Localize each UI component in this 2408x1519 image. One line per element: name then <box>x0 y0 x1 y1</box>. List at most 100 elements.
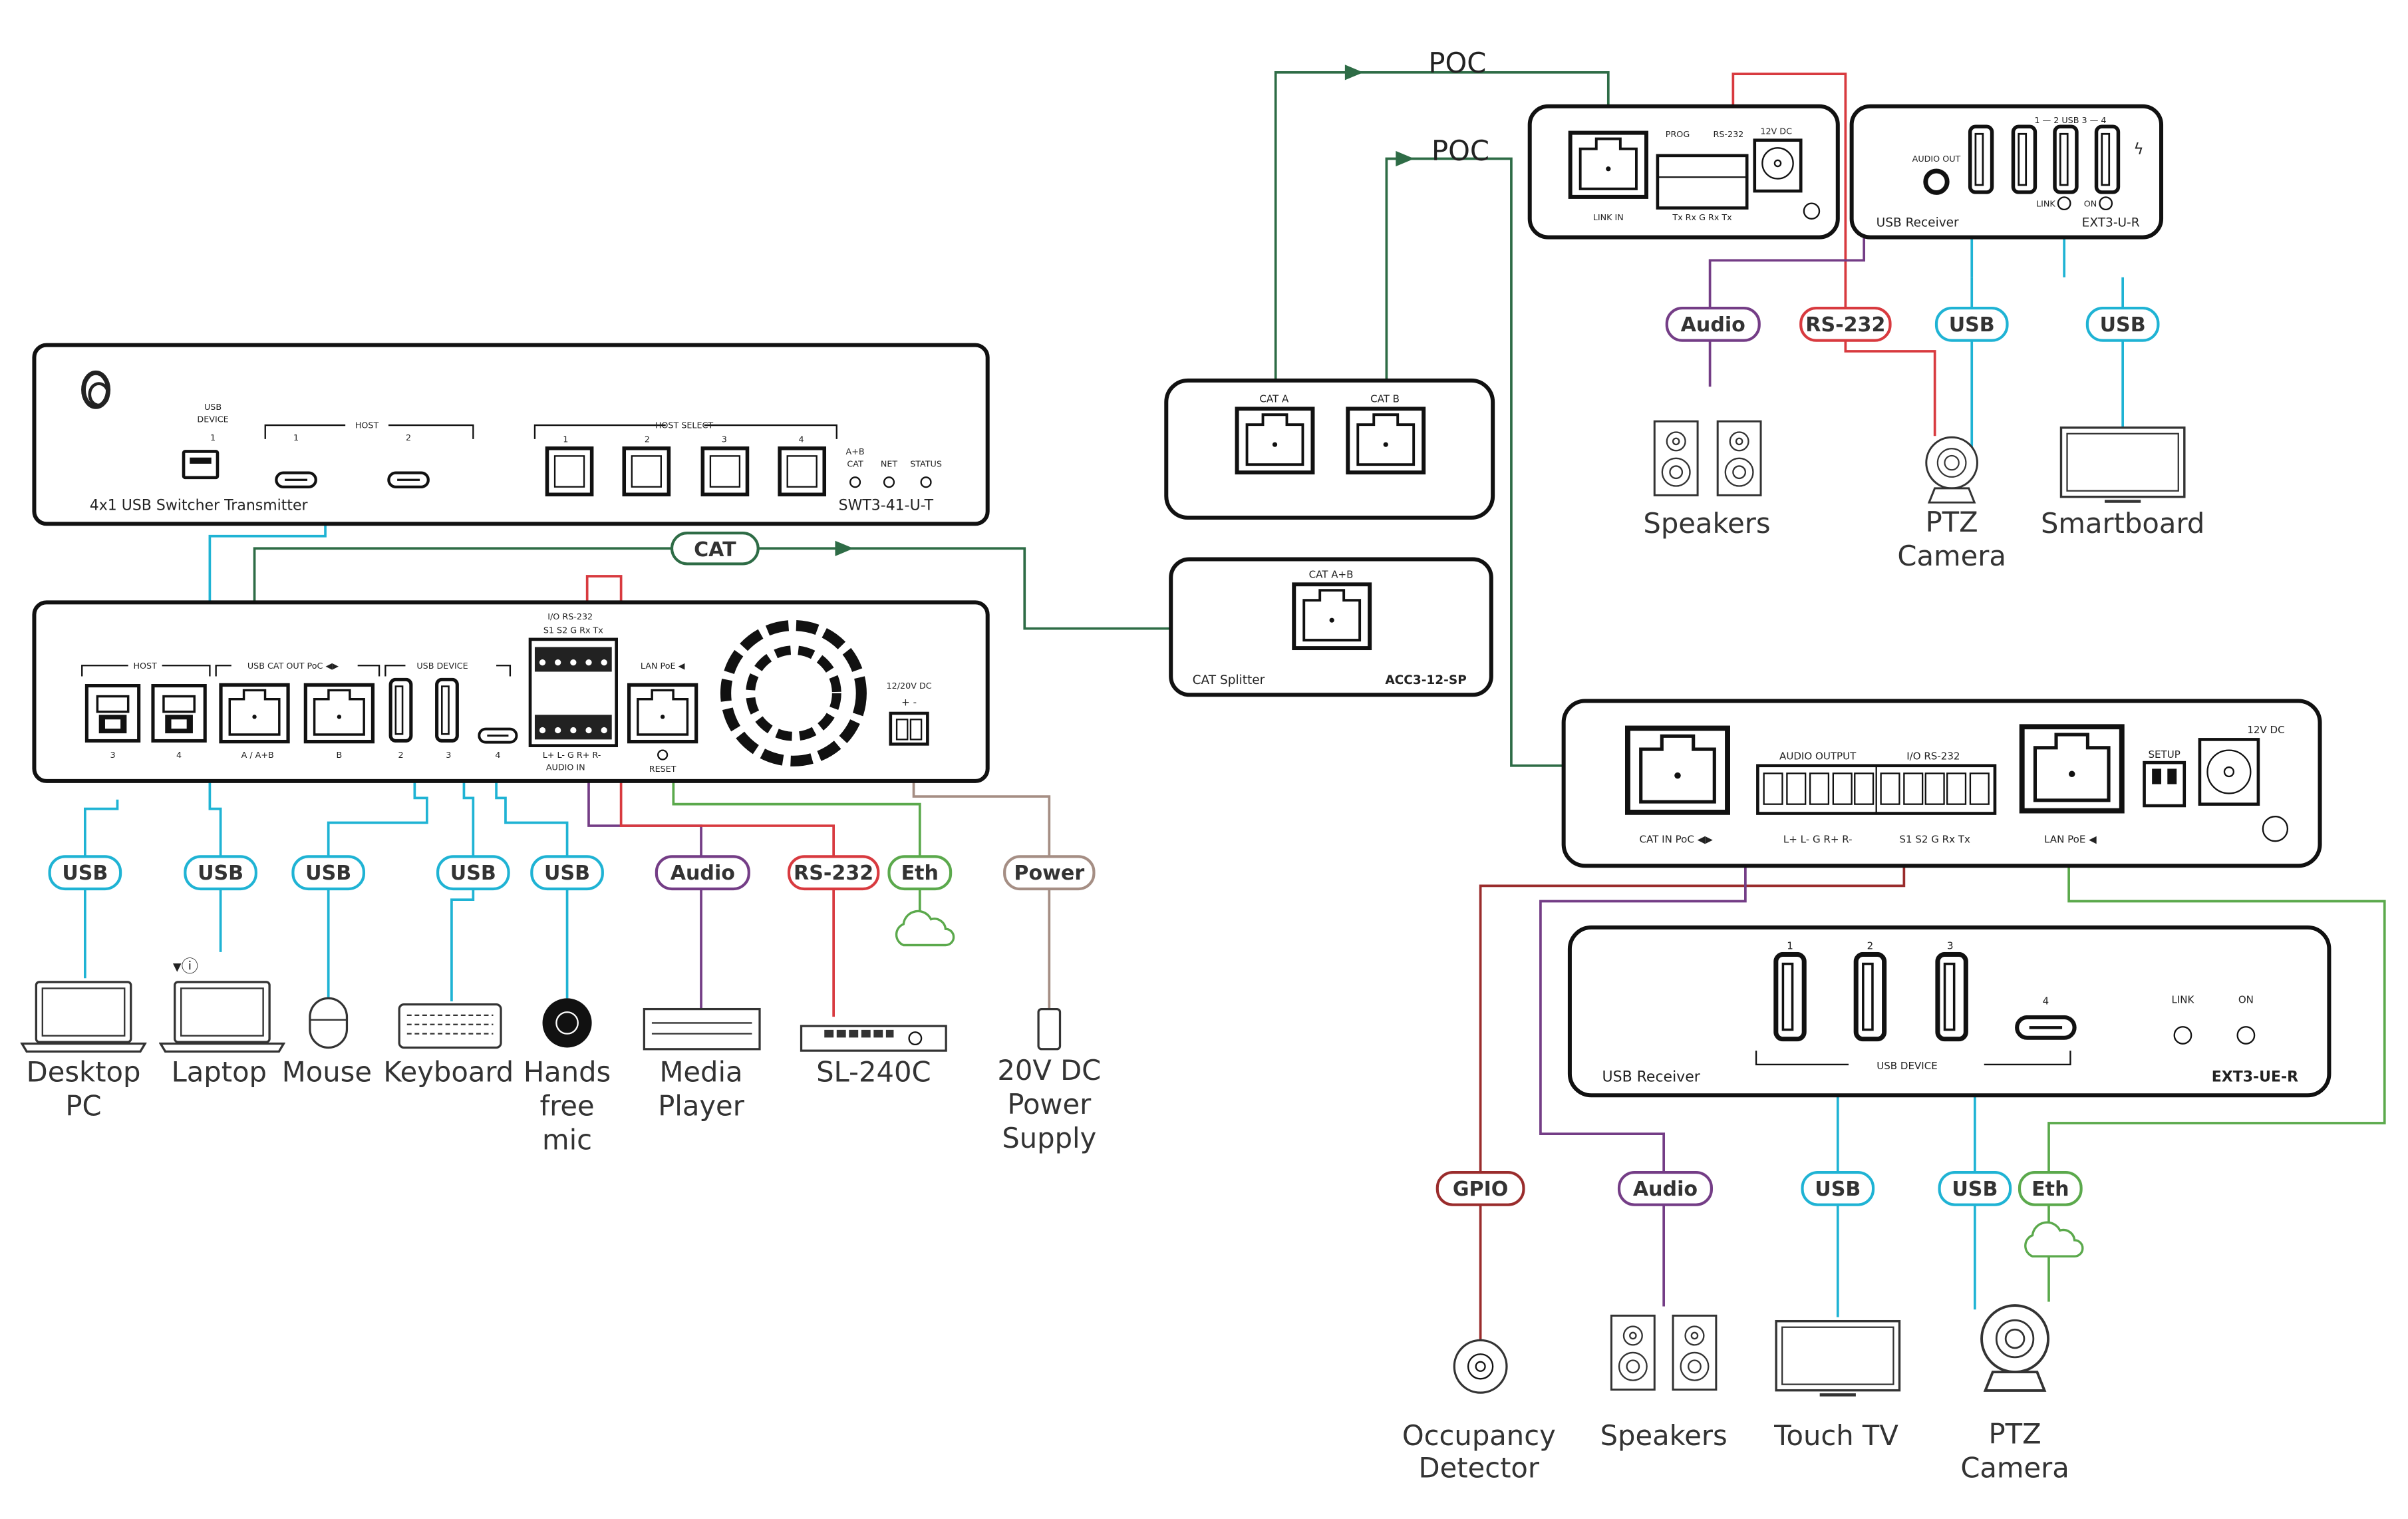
led-label: STATUS <box>910 460 942 470</box>
dc-power-connector[interactable] <box>889 711 929 746</box>
device-name: CAT Splitter <box>1193 673 1265 687</box>
audio-pin-labels: L+ L- G R+ R- <box>1783 834 1853 846</box>
usb-a-port[interactable] <box>182 450 220 480</box>
host-select-button-2[interactable] <box>622 446 671 497</box>
rj45-cat-out-b-port[interactable] <box>305 685 373 741</box>
usb-tag: USB <box>1934 306 2009 342</box>
usb-b-host-4-port[interactable] <box>153 685 206 741</box>
usb-a-device-2-port[interactable] <box>390 679 411 741</box>
arrow-icon <box>835 540 854 556</box>
prog-label: PROG <box>1666 130 1690 140</box>
usb-device-label: USB DEVICE <box>416 661 468 671</box>
usb-a-device-3-port[interactable] <box>437 679 458 741</box>
link-led <box>2057 196 2071 211</box>
usb-b-host-3-port[interactable] <box>86 685 139 741</box>
tag-text: GPIO <box>1453 1178 1509 1201</box>
port-number: B <box>337 751 343 760</box>
host-label: HOST <box>133 661 157 671</box>
audio-tag: Audio <box>655 855 750 891</box>
usb-a-port-3[interactable] <box>2055 126 2077 192</box>
speaker-icon <box>1672 1314 1718 1391</box>
rj45-cat-b-port[interactable] <box>1348 409 1424 472</box>
port-number: 3 <box>446 751 451 760</box>
cloud-icon <box>895 910 955 947</box>
tag-text: Eth <box>901 862 939 885</box>
endpoint-label: Desktop <box>27 1055 141 1088</box>
rj45-link-in-port[interactable] <box>1571 133 1646 197</box>
terminal-block-audio-io[interactable] <box>1756 764 1997 815</box>
laptop-icon <box>159 981 285 1053</box>
usb-a-device-2-port[interactable] <box>1856 954 1884 1039</box>
endpoint-label: Supply <box>1002 1122 1096 1154</box>
usb-c-device-4-port[interactable] <box>2017 1017 2074 1038</box>
usb-tag: USB <box>1938 1170 2012 1206</box>
port-number: 1 <box>293 433 299 443</box>
power-bolt-icon: ▾ⓘ <box>173 957 198 977</box>
host-select-button-1[interactable] <box>545 446 594 497</box>
cat-a-label: CAT A <box>1259 393 1289 405</box>
audio-out-jack[interactable] <box>1923 168 1950 195</box>
usb-label: 1 — 2 USB 3 — 4 <box>2034 116 2106 126</box>
usb-c-device-4-port[interactable] <box>479 729 516 743</box>
dc-jack[interactable] <box>2198 738 2260 806</box>
on-label: ON <box>2238 993 2254 1005</box>
tag-text: USB <box>1952 1178 1998 1201</box>
dc-polarity: + - <box>901 696 917 708</box>
cat-cable-tx-to-splitter <box>253 547 1290 678</box>
host-select-button-4[interactable] <box>778 446 827 497</box>
rj45-cat-a-port[interactable] <box>1237 409 1313 472</box>
rj45-cat-out-a-port[interactable] <box>221 685 288 741</box>
port-number: 2 <box>406 433 411 443</box>
endpoint-label: Keyboard <box>383 1055 514 1088</box>
tag-text: Power <box>1014 862 1084 885</box>
usb-c-host-2-port[interactable] <box>388 473 428 487</box>
rj45-cat-in-poc-port[interactable] <box>1628 729 1728 812</box>
usb-a-port-2[interactable] <box>2014 126 2035 192</box>
cat-tag: CAT <box>670 532 760 566</box>
eth-tag: Eth <box>887 855 953 891</box>
rj45-lan-poe-port[interactable] <box>629 685 696 741</box>
port-number: 4 <box>2043 995 2049 1007</box>
button-number: 1 <box>563 435 568 445</box>
endpoint-labels: Desktop PC Laptop Mouse Keyboard Hands f… <box>27 506 2205 1484</box>
usb-c-host-1-port[interactable] <box>276 473 315 487</box>
rs232-tag: RS-232 <box>1799 306 1892 342</box>
usb-cable-mic <box>495 744 569 999</box>
endpoint-label: SL-240C <box>816 1055 931 1088</box>
button-number: 4 <box>798 435 804 445</box>
host-select-button-3[interactable] <box>700 446 750 497</box>
usb-device-label: DEVICE <box>197 415 228 424</box>
usb-cable-keyboard <box>450 709 475 1002</box>
usb-a-device-1-port[interactable] <box>1776 954 1804 1039</box>
endpoint-label: Laptop <box>172 1055 267 1088</box>
device-model: EXT3-UE-R <box>2212 1069 2298 1085</box>
device-model: SWT3-41-U-T <box>839 497 934 514</box>
usb-a-port-4[interactable] <box>2097 126 2119 192</box>
dc-jack[interactable] <box>1753 138 1803 193</box>
audio-out-label: AUDIO OUT <box>1912 154 1961 164</box>
speaker-icon <box>1716 420 1762 497</box>
polarity-icon <box>1803 202 1821 220</box>
reset-button[interactable] <box>657 749 669 760</box>
rj45-cat-ab-port[interactable] <box>1294 584 1370 648</box>
poc-label: POC <box>1428 47 1486 79</box>
endpoint-label: Media <box>659 1055 742 1088</box>
endpoint-icons: ▾ⓘ <box>21 420 2184 1395</box>
on-label: ON <box>2084 199 2097 209</box>
port-number: 3 <box>110 751 115 760</box>
cat-b-label: CAT B <box>1370 393 1400 405</box>
setup-dip-switch[interactable] <box>2143 760 2186 808</box>
rj45-lan-poe-port[interactable] <box>2022 727 2122 810</box>
fan-vent-icon <box>720 619 867 766</box>
terminal-block-prog-rs232[interactable] <box>1656 154 1749 210</box>
endpoint-label: Hands <box>524 1055 611 1088</box>
tag-text: USB <box>1815 1178 1861 1201</box>
port-number: 4 <box>495 751 500 760</box>
terminal-block-io-audio[interactable] <box>528 637 618 747</box>
endpoint-label: free <box>540 1089 595 1122</box>
tag-text: USB <box>305 862 351 885</box>
tag-text: Audio <box>1681 313 1745 337</box>
usb-a-port-1[interactable] <box>1970 126 1992 192</box>
pin-labels: Tx Rx G Rx Tx <box>1672 213 1732 223</box>
usb-a-device-3-port[interactable] <box>1938 954 1966 1039</box>
